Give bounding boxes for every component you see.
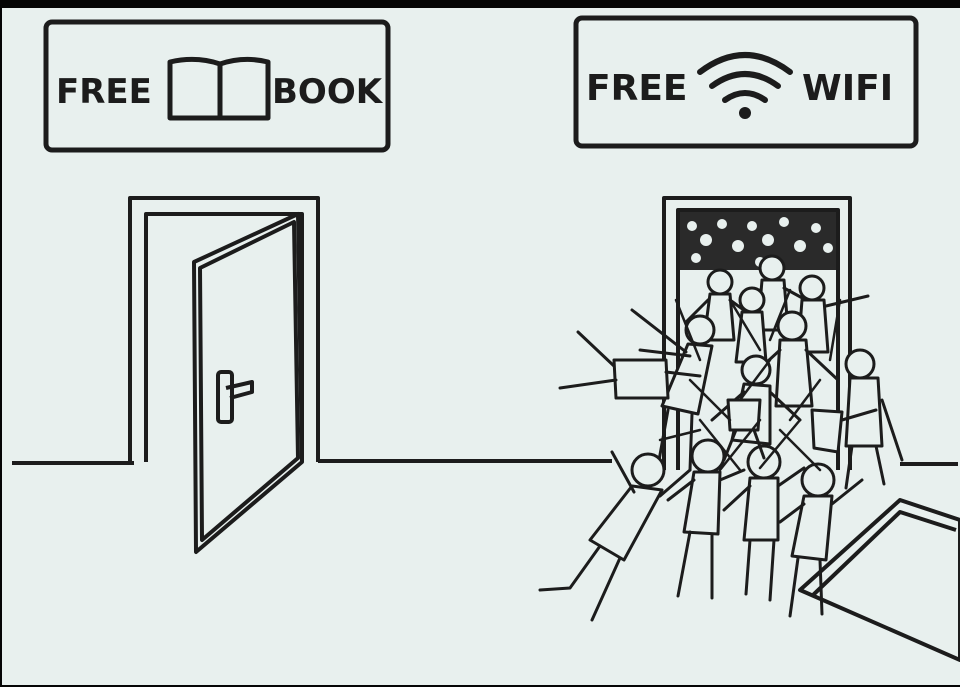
left-sign: FREE BOOK bbox=[43, 19, 391, 153]
crowd-person bbox=[778, 462, 864, 618]
crowd-limbs bbox=[658, 288, 842, 472]
crowd-person bbox=[558, 330, 702, 400]
crowd-person bbox=[722, 398, 766, 462]
wifi-icon bbox=[697, 52, 793, 119]
crowd-person bbox=[666, 438, 746, 600]
right-sign-free-label: FREE bbox=[586, 68, 688, 109]
floor-line bbox=[12, 459, 958, 466]
right-sign: FREE WIFI bbox=[573, 15, 919, 149]
crowd-person bbox=[810, 408, 878, 454]
right-door bbox=[662, 196, 960, 662]
right-door-leaf bbox=[798, 498, 960, 662]
door-handle-icon bbox=[216, 370, 254, 424]
left-sign-free-label: FREE bbox=[56, 72, 152, 112]
left-sign-book-label: BOOK bbox=[272, 72, 384, 112]
right-sign-wifi-label: WIFI bbox=[802, 68, 893, 109]
crowd-person bbox=[538, 450, 692, 622]
open-book-icon bbox=[167, 56, 271, 121]
crowd-person bbox=[630, 308, 716, 472]
left-door-frame bbox=[128, 196, 320, 462]
crowd-person bbox=[734, 286, 768, 364]
left-door bbox=[128, 196, 320, 554]
